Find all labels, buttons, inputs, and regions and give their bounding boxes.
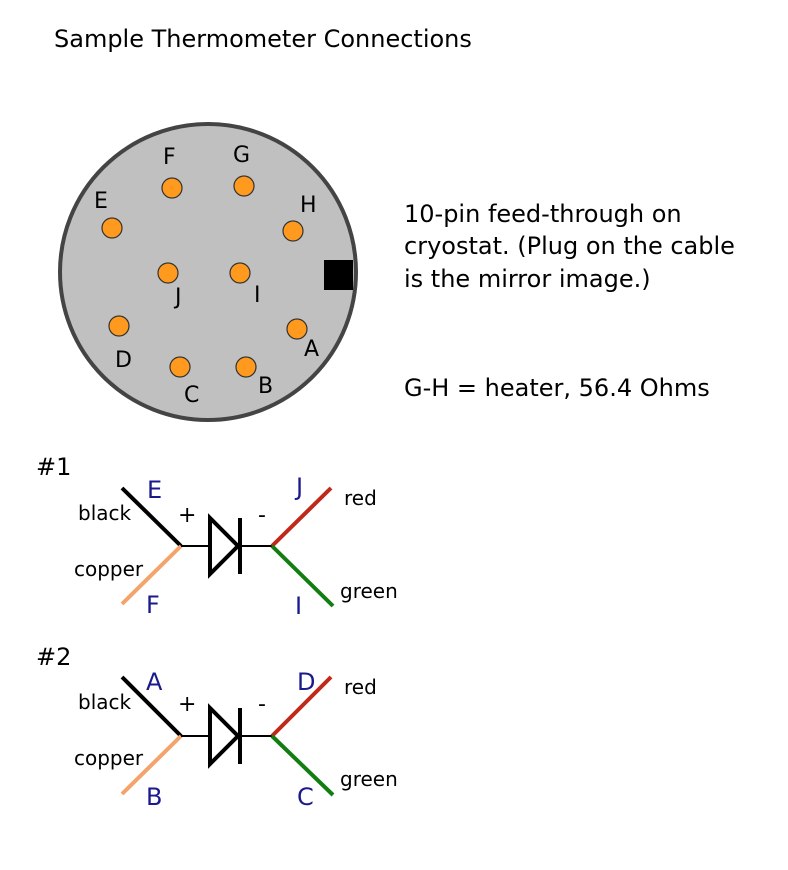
description-line-1: 10-pin feed-through on [404, 200, 682, 228]
pin-label-h: H [300, 193, 317, 218]
pin-c [169, 356, 191, 378]
copper-wire [120, 734, 183, 796]
red-wire [270, 675, 333, 738]
diagram-number: #2 [36, 643, 71, 671]
wiring-diagram-2: #2 black copper A B + - D C red green [36, 643, 398, 811]
polarity-minus: - [258, 503, 266, 528]
pin-label-e: E [94, 189, 108, 214]
pin-label-top-right: D [297, 668, 315, 696]
pin-label-d: D [115, 348, 132, 373]
wire-label-copper: copper [74, 746, 144, 770]
description-line-3: is the mirror image.) [404, 265, 651, 293]
pin-label-g: G [233, 143, 250, 168]
wire-label-black: black [78, 690, 132, 714]
pin-label-top-left: E [147, 476, 162, 504]
pin-e [101, 217, 123, 239]
pin-label-bottom-right: C [297, 783, 314, 811]
connector-key [324, 260, 353, 290]
wire-label-copper: copper [74, 557, 144, 581]
pin-label-b: B [258, 374, 273, 399]
pin-i [229, 262, 251, 284]
pin-d [108, 315, 130, 337]
wiring-diagram-1: #1 black copper E F + - J I red green [36, 453, 398, 620]
pin-label-f: F [163, 145, 176, 170]
heater-note: G-H = heater, 56.4 Ohms [404, 374, 710, 402]
wire-label-red: red [344, 486, 377, 510]
page-title: Sample Thermometer Connections [54, 25, 472, 53]
polarity-plus: + [178, 692, 196, 717]
black-wire [120, 675, 183, 738]
wire-label-red: red [344, 675, 377, 699]
polarity-plus: + [178, 503, 196, 528]
pin-label-a: A [304, 337, 319, 362]
pin-h [282, 220, 304, 242]
pin-label-bottom-left: F [146, 591, 160, 619]
pin-label-i: I [254, 283, 261, 308]
wire-label-green: green [340, 767, 398, 791]
pin-f [161, 177, 183, 199]
red-wire [270, 486, 333, 548]
pin-b [235, 356, 257, 378]
pin-label-bottom-left: B [146, 783, 162, 811]
polarity-minus: - [258, 692, 266, 717]
pin-label-bottom-right: I [295, 592, 302, 620]
green-wire [270, 544, 335, 608]
diagram-number: #1 [36, 453, 71, 481]
pin-j [157, 262, 179, 284]
pin-a [286, 318, 308, 340]
copper-wire [120, 544, 183, 606]
pin-label-c: C [184, 383, 199, 408]
diode-triangle [208, 513, 241, 579]
description-line-2: cryostat. (Plug on the cable [404, 232, 735, 260]
wire-label-green: green [340, 579, 398, 603]
black-wire [120, 486, 183, 548]
pin-label-top-left: A [146, 668, 163, 696]
connector-body [58, 122, 358, 422]
wire-label-black: black [78, 501, 132, 525]
diode-triangle [208, 703, 241, 769]
pin-label-j: J [173, 285, 182, 310]
green-wire [270, 734, 335, 797]
pin-g [233, 175, 255, 197]
pin-label-top-right: J [294, 473, 303, 501]
feedthrough-connector: F G E H J I D A C B [58, 122, 358, 422]
